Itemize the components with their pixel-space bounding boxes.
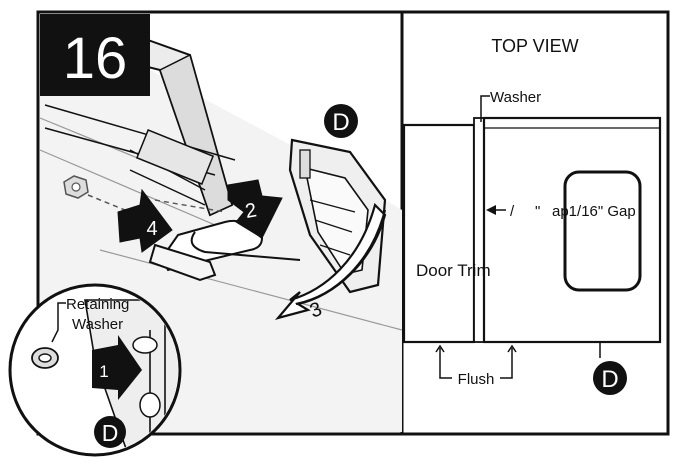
inset-magnifier: Retaining Washer 1 D (8, 283, 182, 457)
bracket-d-inner (303, 166, 369, 275)
washer-label-left: Washer (72, 316, 123, 333)
gap-label-prefix: / " (510, 203, 540, 220)
hinge-leaf (148, 243, 217, 282)
part-d-badge-inset (94, 416, 126, 448)
part-d-window (563, 170, 642, 292)
arrow-2 (227, 179, 283, 239)
arrow-4-label: 4 (146, 218, 157, 240)
hinge-block (135, 129, 215, 185)
step-badge (40, 14, 150, 96)
top-view: TOP VIEW Washer / " ap1/16" Gap Door Tri… (402, 36, 662, 395)
washer-label-top: Washer (490, 89, 541, 106)
part-d-badge-left (324, 104, 358, 138)
door-trim-label: Door Trim (416, 261, 491, 280)
flush-label: Flush (458, 371, 495, 388)
step-number: 16 (63, 26, 128, 91)
washer-strip (473, 117, 485, 343)
hinge-curl (190, 231, 301, 261)
part-d-badge-right (593, 361, 627, 395)
door-panel-rails (44, 104, 236, 206)
part-d-label-inset: D (102, 420, 119, 446)
part-d-label-left: D (332, 109, 349, 136)
part-d-label-right: D (601, 366, 618, 393)
arrow-1 (92, 335, 142, 400)
arrow-1-label: 1 (99, 362, 108, 381)
arrow-4 (117, 188, 173, 253)
retaining-label: Retaining (66, 296, 129, 313)
arrow-2-label: 2 (244, 199, 259, 223)
top-view-title: TOP VIEW (491, 36, 578, 56)
door-trim-panel (402, 123, 476, 344)
gap-label: ap1/16" Gap (552, 203, 636, 220)
